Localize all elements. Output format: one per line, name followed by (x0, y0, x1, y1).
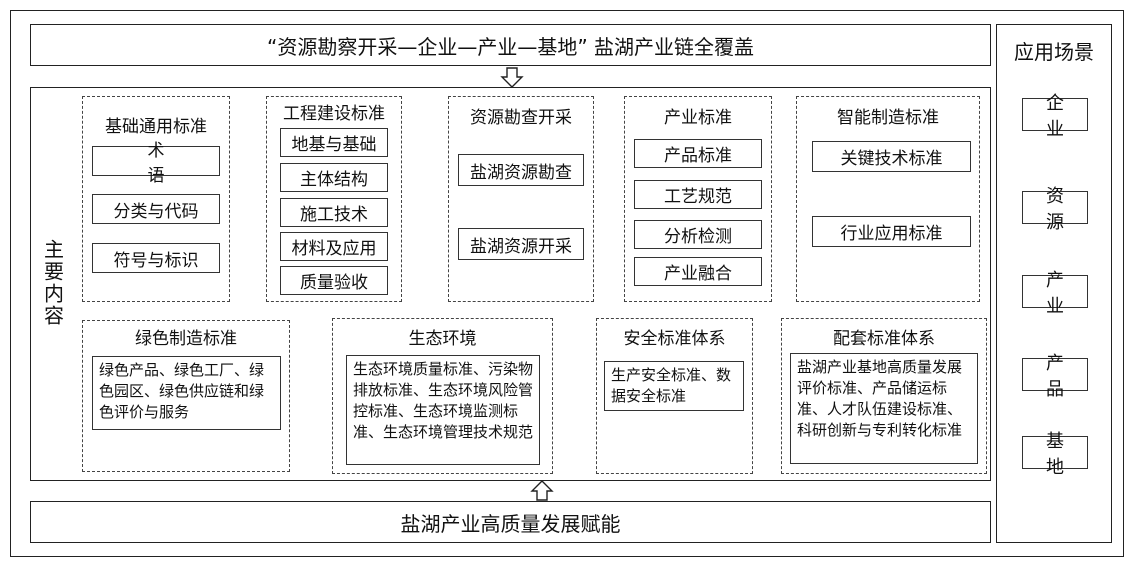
up-arrow-icon (530, 480, 554, 501)
safety-standards-content: 生产安全标准、数据安全标准 (604, 361, 744, 411)
smart-item-industry-application: 行业应用标准 (812, 216, 971, 247)
smart-item-key-technology: 关键技术标准 (812, 141, 971, 172)
green-manufacturing-title: 绿色制造标准 (135, 328, 237, 349)
bottom-banner: 盐湖产业高质量发展赋能 (30, 501, 991, 543)
safety-standards-title: 安全标准体系 (623, 328, 726, 349)
basic-standards-title: 基础通用标准 (105, 116, 207, 137)
industry-item-analysis: 分析检测 (634, 220, 762, 249)
smart-manufacturing-group (796, 96, 980, 302)
supporting-standards-content: 盐湖产业基地高质量发展评价标准、产品储运标准、人才队伍建设标准、科研创新与专利转… (790, 353, 978, 464)
engineering-item-construction: 施工技术 (280, 198, 388, 227)
scenario-industry: 产业 (1022, 270, 1088, 317)
industry-item-process: 工艺规范 (634, 180, 762, 209)
scenario-product: 产品 (1022, 353, 1088, 400)
engineering-item-acceptance: 质量验收 (280, 266, 388, 295)
application-scenarios-title: 应用场景 (1014, 39, 1094, 64)
engineering-item-materials: 材料及应用 (280, 232, 388, 261)
basic-standards-group (82, 96, 230, 302)
main-content-panel (30, 87, 991, 481)
scenario-base: 基地 (1022, 431, 1088, 478)
supporting-standards-group (781, 318, 987, 474)
industry-item-integration: 产业融合 (634, 257, 762, 286)
green-manufacturing-content: 绿色产品、绿色工厂、绿色园区、绿色供应链和绿色评价与服务 (92, 356, 281, 430)
smart-manufacturing-title: 智能制造标准 (837, 107, 939, 128)
basic-item-classification: 分类与代码 (92, 194, 220, 224)
resource-item-mining: 盐湖资源开采 (458, 228, 584, 260)
industry-standards-title: 产业标准 (664, 107, 732, 128)
application-scenarios-panel (996, 24, 1112, 543)
top-banner: “资源勘察开采—企业—产业—基地” 盐湖产业链全覆盖 (30, 24, 991, 66)
scenario-enterprise: 企业 (1022, 93, 1088, 140)
ecological-environment-group (332, 318, 553, 474)
main-content-label: 主要内容 (40, 238, 65, 327)
basic-item-terminology: 术语 (92, 141, 220, 186)
outer-frame (10, 10, 1124, 557)
ecological-environment-title: 生态环境 (408, 328, 477, 349)
engineering-item-structure: 主体结构 (280, 163, 388, 192)
engineering-item-foundation: 地基与基础 (280, 128, 388, 157)
industry-item-product: 产品标准 (634, 139, 762, 168)
engineering-standards-title: 工程建设标准 (283, 103, 385, 124)
resource-exploration-title: 资源勘查开采 (470, 107, 572, 128)
industry-standards-group (624, 96, 772, 302)
basic-item-symbols: 符号与标识 (92, 243, 220, 273)
scenario-resource: 资源 (1022, 186, 1088, 233)
resource-item-exploration: 盐湖资源勘查 (458, 154, 584, 186)
green-manufacturing-group (82, 320, 290, 472)
engineering-standards-group (266, 96, 402, 302)
down-arrow-icon (500, 67, 524, 88)
ecological-environment-content: 生态环境质量标准、污染物排放标准、生态环境风险管控标准、生态环境监测标准、生态环… (346, 355, 540, 465)
supporting-standards-title: 配套标准体系 (833, 328, 935, 349)
resource-exploration-group (448, 96, 594, 302)
safety-standards-group (596, 318, 753, 474)
